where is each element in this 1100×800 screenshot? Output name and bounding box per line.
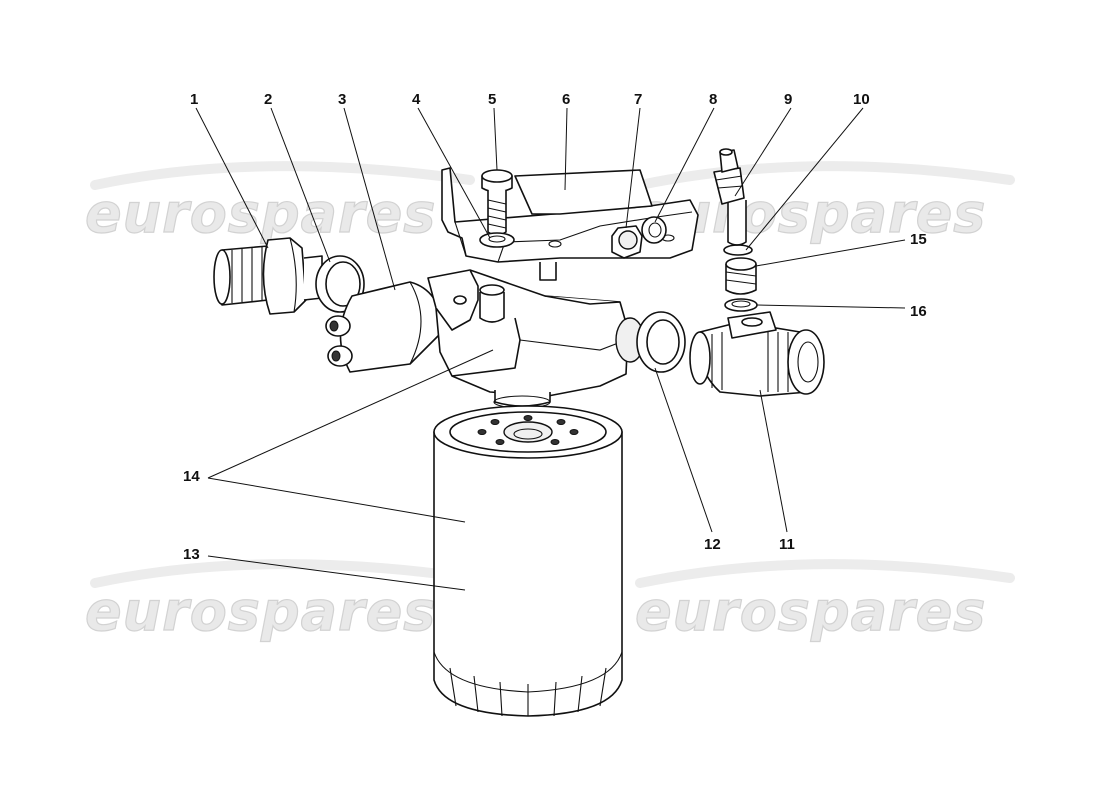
part-11-tee-fitting (689, 311, 825, 397)
callout-8: 8 (709, 91, 717, 108)
callout-3: 3 (338, 91, 346, 108)
callout-9: 9 (784, 91, 792, 108)
callout-16: 16 (910, 303, 927, 320)
callout-7: 7 (634, 91, 642, 108)
part-12-sealing-ring (636, 311, 686, 373)
part-9-temp-sender (713, 148, 747, 246)
callout-5: 5 (488, 91, 496, 108)
watermark-text: eurospares (635, 580, 986, 643)
callout-12: 12 (704, 536, 721, 553)
watermark-text: eurospares (85, 182, 436, 245)
callout-14: 14 (183, 468, 200, 485)
callout-4: 4 (412, 91, 421, 108)
callout-1: 1 (190, 91, 198, 108)
watermarks: eurospares eurospares eurospares eurospa… (84, 161, 1015, 644)
filter-head (427, 269, 645, 409)
part-5-bolt (481, 169, 513, 236)
callout-13: 13 (183, 546, 200, 563)
part-10-washer (723, 244, 753, 256)
callout-11: 11 (779, 536, 795, 553)
part-15-adapter (725, 257, 757, 295)
watermark-top-left: eurospares (84, 161, 475, 246)
part-4-washer (479, 232, 515, 248)
part-8-washer (641, 216, 667, 244)
part-16-washer (724, 298, 758, 312)
watermark-bottom-right: eurospares (634, 559, 1015, 644)
part-7-nut (611, 225, 643, 259)
leader-lines (195, 107, 906, 591)
part-13-filter-cartridge (433, 405, 623, 717)
filter-holes (477, 415, 579, 445)
callout-labels: 1 2 3 4 5 6 7 8 9 10 11 12 13 14 15 16 (183, 91, 927, 563)
part-1-adapter (213, 237, 323, 315)
callout-6: 6 (562, 91, 570, 108)
callout-10: 10 (853, 91, 870, 108)
callout-15: 15 (910, 231, 927, 248)
callout-2: 2 (264, 91, 272, 108)
watermark-text: eurospares (85, 580, 436, 643)
watermark-bottom-left: eurospares (84, 559, 475, 644)
part-3-sender (325, 281, 455, 373)
